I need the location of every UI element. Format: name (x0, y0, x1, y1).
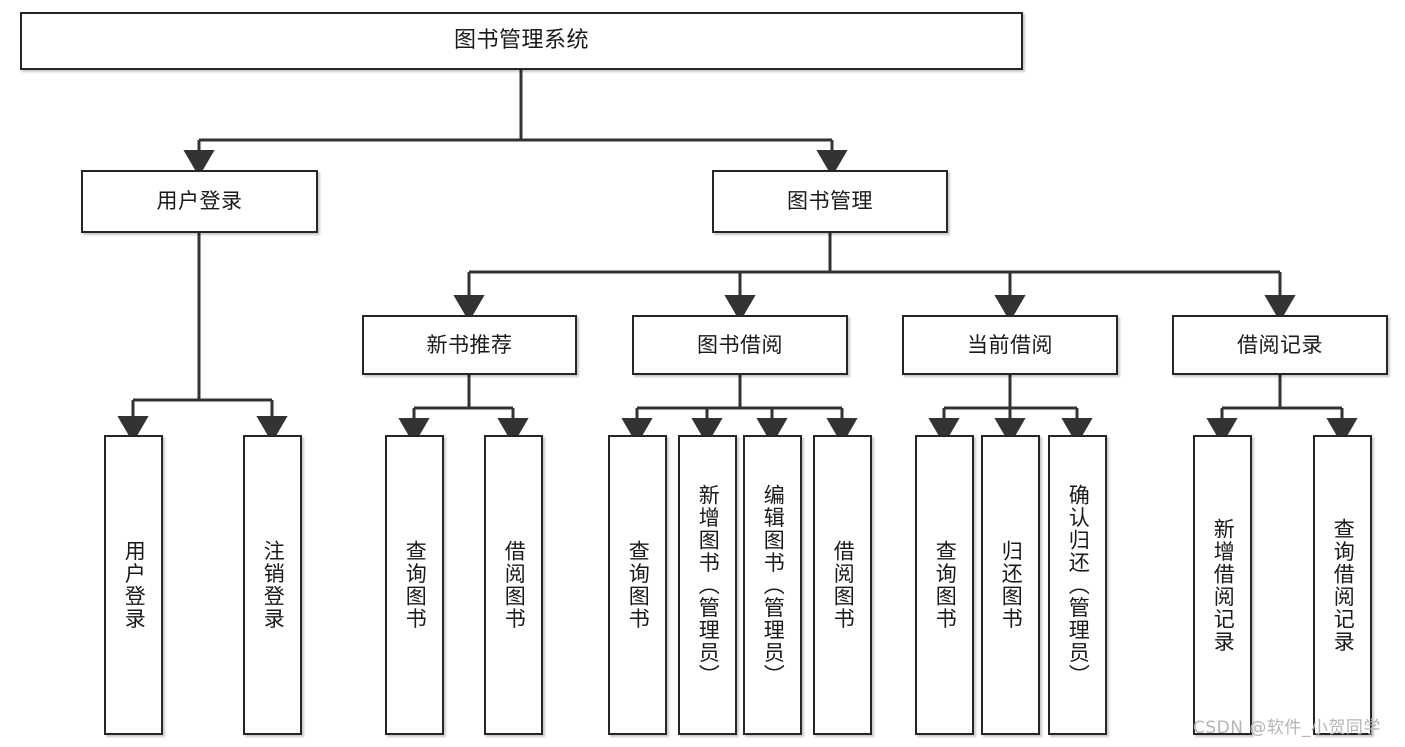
node-current-borrow[interactable]: 当前借阅 (902, 315, 1118, 375)
node-leaf-user-login-label: 用户登录 (122, 540, 147, 630)
node-leaf-return-book[interactable]: 归还图书 (981, 435, 1040, 735)
node-leaf-add-book-label: 新增图书（管理员） (696, 483, 721, 687)
node-leaf-query-borrow-record[interactable]: 查询借阅记录 (1313, 435, 1372, 735)
node-leaf-borrow-book-1-label: 借阅图书 (502, 540, 527, 630)
node-leaf-return-book-label: 归还图书 (999, 540, 1024, 630)
node-current-borrow-label: 当前借阅 (967, 332, 1053, 357)
node-borrow-record-label: 借阅记录 (1237, 332, 1323, 357)
node-leaf-borrow-book-2-label: 借阅图书 (831, 540, 856, 630)
node-book-manage-label: 图书管理 (787, 189, 873, 214)
node-leaf-add-borrow-record-label: 新增借阅记录 (1211, 517, 1236, 653)
node-root-label: 图书管理系统 (453, 28, 589, 54)
node-leaf-query-borrow-record-label: 查询借阅记录 (1331, 517, 1356, 653)
node-leaf-confirm-return[interactable]: 确认归还（管理员） (1048, 435, 1107, 735)
node-leaf-logout-login[interactable]: 注销登录 (243, 435, 302, 735)
node-leaf-add-book[interactable]: 新增图书（管理员） (678, 435, 737, 735)
node-root[interactable]: 图书管理系统 (20, 12, 1023, 70)
node-leaf-add-borrow-record[interactable]: 新增借阅记录 (1193, 435, 1252, 735)
node-new-book-recommend[interactable]: 新书推荐 (362, 315, 577, 375)
node-leaf-query-book-1[interactable]: 查询图书 (385, 435, 444, 735)
node-leaf-borrow-book-2[interactable]: 借阅图书 (813, 435, 872, 735)
node-borrow-record[interactable]: 借阅记录 (1172, 315, 1388, 375)
node-leaf-logout-login-label: 注销登录 (261, 540, 286, 630)
node-book-borrow-label: 图书借阅 (697, 332, 783, 357)
node-book-borrow[interactable]: 图书借阅 (632, 315, 848, 375)
node-leaf-user-login[interactable]: 用户登录 (104, 435, 163, 735)
node-leaf-query-book-2[interactable]: 查询图书 (608, 435, 667, 735)
node-leaf-edit-book[interactable]: 编辑图书（管理员） (743, 435, 802, 735)
node-user-login[interactable]: 用户登录 (81, 170, 318, 233)
node-leaf-edit-book-label: 编辑图书（管理员） (761, 483, 786, 687)
node-leaf-query-book-2-label: 查询图书 (626, 540, 651, 630)
node-leaf-borrow-book-1[interactable]: 借阅图书 (484, 435, 543, 735)
node-user-login-label: 用户登录 (156, 189, 243, 214)
node-leaf-query-book-1-label: 查询图书 (403, 540, 428, 630)
node-leaf-confirm-return-label: 确认归还（管理员） (1066, 483, 1091, 687)
node-leaf-query-book-3[interactable]: 查询图书 (915, 435, 974, 735)
node-new-book-recommend-label: 新书推荐 (426, 332, 513, 357)
node-leaf-query-book-3-label: 查询图书 (933, 540, 958, 630)
node-book-manage[interactable]: 图书管理 (712, 170, 948, 233)
